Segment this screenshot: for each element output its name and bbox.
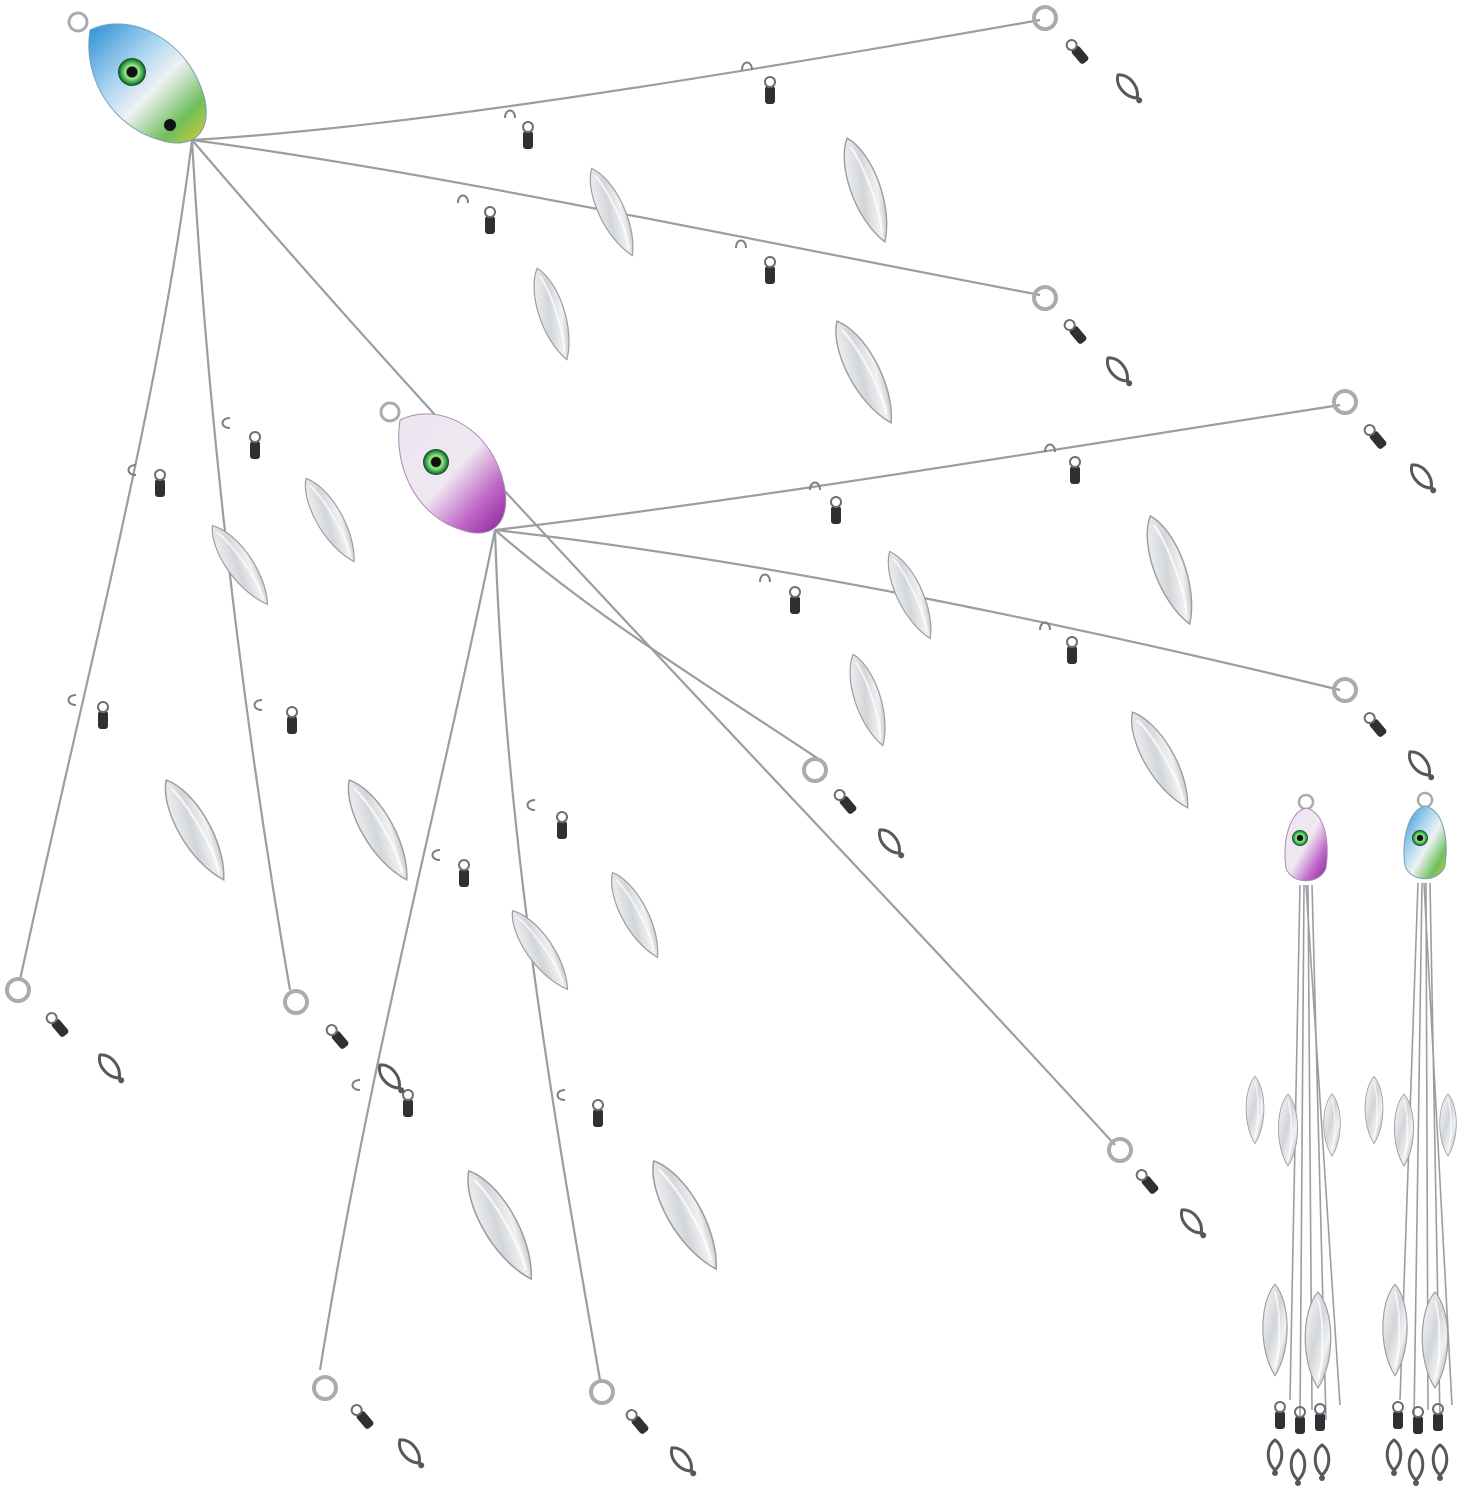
snap-clip-icon [1266, 1438, 1284, 1478]
swivel-icon [1361, 709, 1389, 740]
snap-clip-icon [1101, 352, 1138, 392]
snap-clip-icon [1405, 459, 1442, 499]
willow-blade-icon [524, 263, 580, 365]
willow-blade-icon [151, 771, 239, 889]
willow-blade-icon [334, 771, 422, 889]
eye-icon [1412, 830, 1428, 846]
umbrella-rig-purple [312, 389, 1442, 1482]
swivel-icon [764, 76, 776, 105]
willow-blade-icon [1323, 1093, 1341, 1157]
swivel-icon [1133, 1166, 1161, 1197]
swivel-icon [1274, 1401, 1286, 1430]
willow-blade-icon [579, 162, 645, 262]
snap-clip-icon [1407, 1448, 1425, 1488]
willow-blade-icon [832, 131, 900, 249]
snap-clip-icon [1289, 1448, 1307, 1488]
collapsed-rig-blue [1364, 791, 1457, 1488]
willow-blade-icon [600, 865, 670, 965]
split-ring-icon [1332, 389, 1358, 415]
willow-blade-icon [1134, 509, 1206, 631]
swivel-icon [154, 469, 166, 498]
swivel-icon [43, 1009, 71, 1040]
swivel-icon [97, 701, 109, 730]
rig-wires [318, 403, 1341, 1381]
split-ring-icon [589, 1379, 615, 1405]
swivel-icon [1314, 1403, 1326, 1432]
snap-cluster [1266, 1401, 1331, 1488]
swivel-icon [286, 706, 298, 735]
snap-clip-icon [93, 1049, 130, 1089]
snap-clip-icon [393, 1434, 430, 1474]
willow-blade-icon [1364, 1075, 1384, 1145]
snap-clip-icon [1313, 1443, 1331, 1483]
swivel-icon [1069, 456, 1081, 485]
swivel-icon [1061, 316, 1089, 347]
swivel-icon [830, 496, 842, 525]
swivel-icon [402, 1089, 414, 1118]
eye-icon [423, 449, 449, 475]
pupil-dot-icon [164, 119, 176, 131]
split-ring-icon [5, 977, 31, 1003]
snap-clip-icon [1111, 69, 1148, 109]
swivel-icon [831, 786, 859, 817]
wire-hooks [351, 443, 1056, 1101]
rig-wires [18, 18, 1116, 1146]
split-ring-icon [312, 1375, 338, 1401]
split-ring-icon [1032, 5, 1058, 31]
swivel-icon [1361, 421, 1389, 452]
willow-blade-icon [1118, 703, 1202, 817]
snap-clip-icon [1175, 1204, 1212, 1244]
swivel-icon [1063, 36, 1091, 67]
snap-cluster [1385, 1401, 1449, 1488]
willow-blade-icon [1304, 1291, 1332, 1389]
willow-blade-icon [293, 471, 367, 569]
willow-blade-icon [1421, 1291, 1449, 1389]
jig-head-purple-icon [379, 401, 507, 534]
snap-clip-icon [1385, 1438, 1403, 1478]
swivel-icon [1432, 1403, 1444, 1432]
collapsed-rig-purple [1245, 793, 1341, 1488]
snap-clip-icon [1403, 746, 1440, 786]
swivel-icon [249, 431, 261, 460]
swivel-icon [1066, 636, 1078, 665]
swivel-icon [323, 1021, 351, 1052]
willow-blade-icon [638, 1151, 732, 1279]
swivel-icon [789, 586, 801, 615]
snap-clip-icon [665, 1442, 702, 1482]
swivel-icon [522, 121, 534, 150]
split-ring-icon [283, 989, 309, 1015]
willow-blade-icon [501, 902, 579, 998]
jig-head-blue-icon [67, 11, 207, 144]
willow-blade-icon [1245, 1075, 1265, 1145]
swivel-icon [592, 1099, 604, 1128]
willow-blade-icon [201, 517, 279, 613]
willow-blade-icon [453, 1161, 547, 1289]
swivel-icon [484, 206, 496, 235]
swivel-icon [764, 256, 776, 285]
snap-clip-icon [873, 824, 910, 864]
eye-icon [1292, 830, 1308, 846]
split-ring-icon [802, 757, 828, 783]
split-ring-icon [1032, 285, 1058, 311]
split-ring-icon [1107, 1137, 1133, 1163]
swivel-icon [348, 1401, 376, 1432]
wire-hooks [67, 61, 753, 711]
willow-blade-icon [877, 545, 943, 645]
swivel-icon [1392, 1401, 1404, 1430]
eye-icon [118, 58, 146, 86]
willow-blade-icon [1261, 1283, 1289, 1377]
willow-blade-icon [840, 649, 896, 751]
willow-blade-icon [1439, 1093, 1457, 1157]
umbrella-rig-blue [5, 5, 1212, 1244]
swivel-icon [556, 811, 568, 840]
snap-clip-icon [1431, 1443, 1449, 1483]
swivel-icon [458, 859, 470, 888]
willow-blade-icon [822, 312, 906, 432]
swivel-icon [623, 1406, 651, 1437]
